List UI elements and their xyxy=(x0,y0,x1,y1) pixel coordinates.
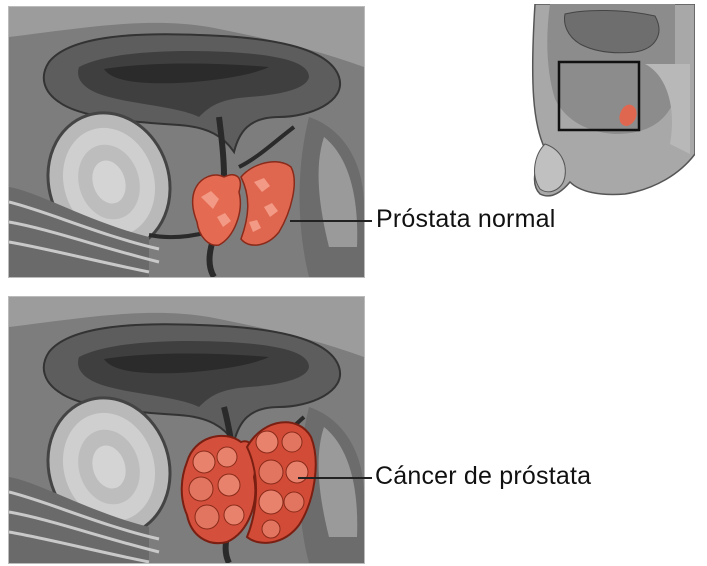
label-normal-prostate: Próstata normal xyxy=(376,205,555,234)
normal-anatomy-panel xyxy=(8,6,365,278)
cancer-anatomy-panel xyxy=(8,296,365,564)
normal-anatomy-illustration xyxy=(9,7,364,277)
label-prostate-cancer: Cáncer de próstata xyxy=(375,462,591,491)
locator-inset xyxy=(505,4,695,199)
cancer-anatomy-illustration xyxy=(9,297,364,563)
body-locator-illustration xyxy=(505,4,695,199)
